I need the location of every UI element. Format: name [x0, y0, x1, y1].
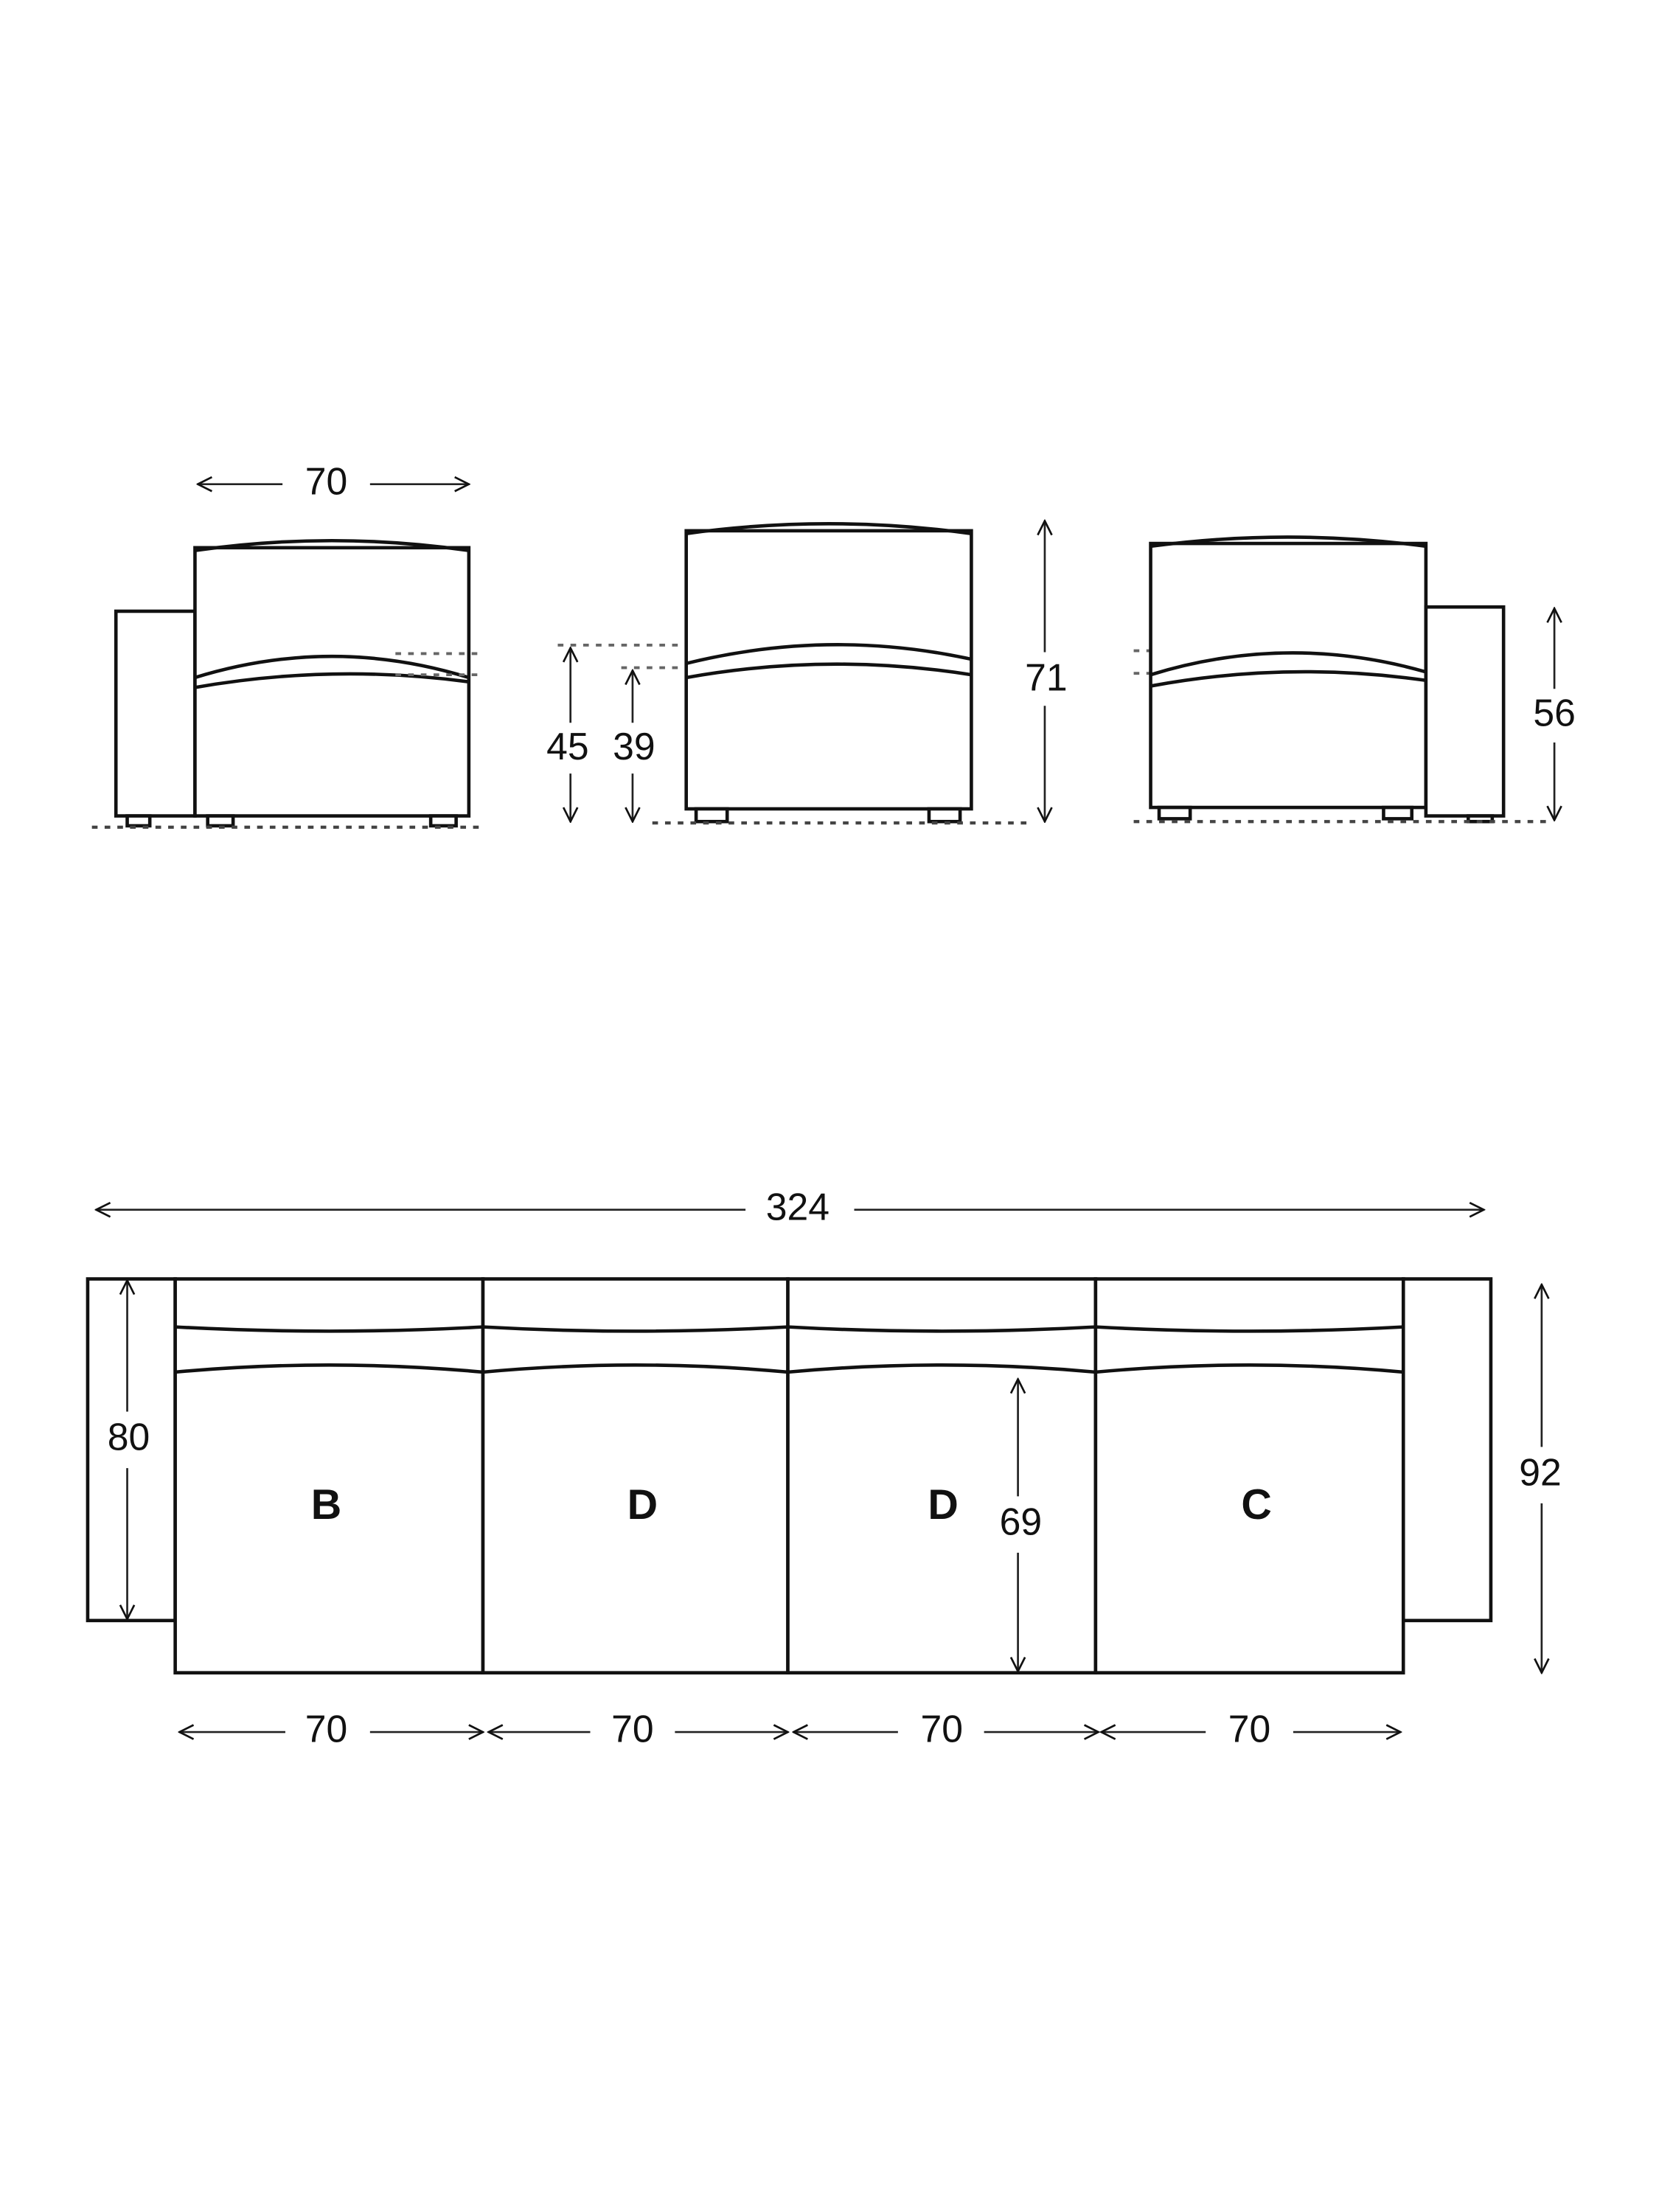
back-cushion-line: [175, 1325, 484, 1333]
seat-cushion: [195, 672, 470, 689]
seat-cushion: [686, 662, 972, 680]
seat-cushion: [1150, 669, 1427, 688]
leg: [428, 814, 458, 828]
seat-cushion-line: [175, 1363, 484, 1374]
module-d: D: [786, 1277, 1098, 1674]
leg: [125, 814, 152, 828]
module-c: C: [1093, 1277, 1405, 1674]
total-height-label: 71: [1025, 655, 1068, 698]
back-cushion-top: [195, 538, 470, 552]
seat-module: [1093, 1277, 1405, 1674]
left-armrest: [86, 1277, 177, 1623]
module-d: D: [481, 1277, 790, 1674]
left-unit-front-view: 70: [91, 459, 481, 829]
back-cushion-line: [1095, 1325, 1404, 1333]
leg: [1157, 805, 1192, 821]
module-b: B: [173, 1277, 485, 1674]
seat-height-label: 45: [546, 725, 589, 768]
back-cushion-line: [482, 1325, 788, 1333]
seat-module: [786, 1277, 1098, 1674]
leg: [206, 814, 235, 828]
seat-depth-label: 69: [1000, 1500, 1043, 1543]
module-width-label: 70: [920, 1708, 963, 1750]
sofa-top-view: 324 B D D C 80: [86, 1185, 1562, 1750]
seat-cushion: [194, 654, 470, 680]
leg: [927, 807, 962, 824]
seat-cushion-line: [787, 1363, 1096, 1374]
module-label: C: [1241, 1481, 1271, 1528]
leg: [694, 807, 729, 824]
seat-cushion-line: [1095, 1363, 1404, 1374]
back-cushion-top: [686, 521, 972, 535]
middle-unit-front-view: 45 39 71: [546, 521, 1068, 825]
module-label: B: [311, 1481, 341, 1528]
module-width-label: 70: [305, 1708, 348, 1750]
back-cushion-top: [1150, 535, 1427, 549]
module-width-label: 70: [611, 1708, 654, 1750]
right-armrest: [1401, 1277, 1493, 1623]
module-label: D: [928, 1481, 958, 1528]
seat-cushion-line: [482, 1363, 788, 1374]
right-unit-front-view: 56: [1133, 535, 1576, 824]
width-label: 70: [305, 459, 348, 502]
total-width-label: 324: [766, 1185, 830, 1228]
seat-module: [481, 1277, 790, 1674]
compressed-seat-height-label: 39: [613, 725, 655, 768]
arm-height-label: 56: [1533, 691, 1576, 734]
armrest: [1424, 605, 1506, 818]
module-width-dimensions: 70 70 70 70: [179, 1708, 1400, 1750]
module-width-label: 70: [1228, 1708, 1271, 1750]
seat-cushion: [1150, 651, 1427, 677]
arm-depth-label: 80: [108, 1415, 150, 1458]
back-cushion-line: [787, 1325, 1096, 1333]
armrest: [114, 609, 197, 818]
seat-module: [173, 1277, 485, 1674]
seat-cushion: [686, 643, 972, 666]
module-label: D: [627, 1481, 658, 1528]
total-depth-label: 92: [1519, 1450, 1562, 1493]
leg: [1382, 805, 1414, 821]
